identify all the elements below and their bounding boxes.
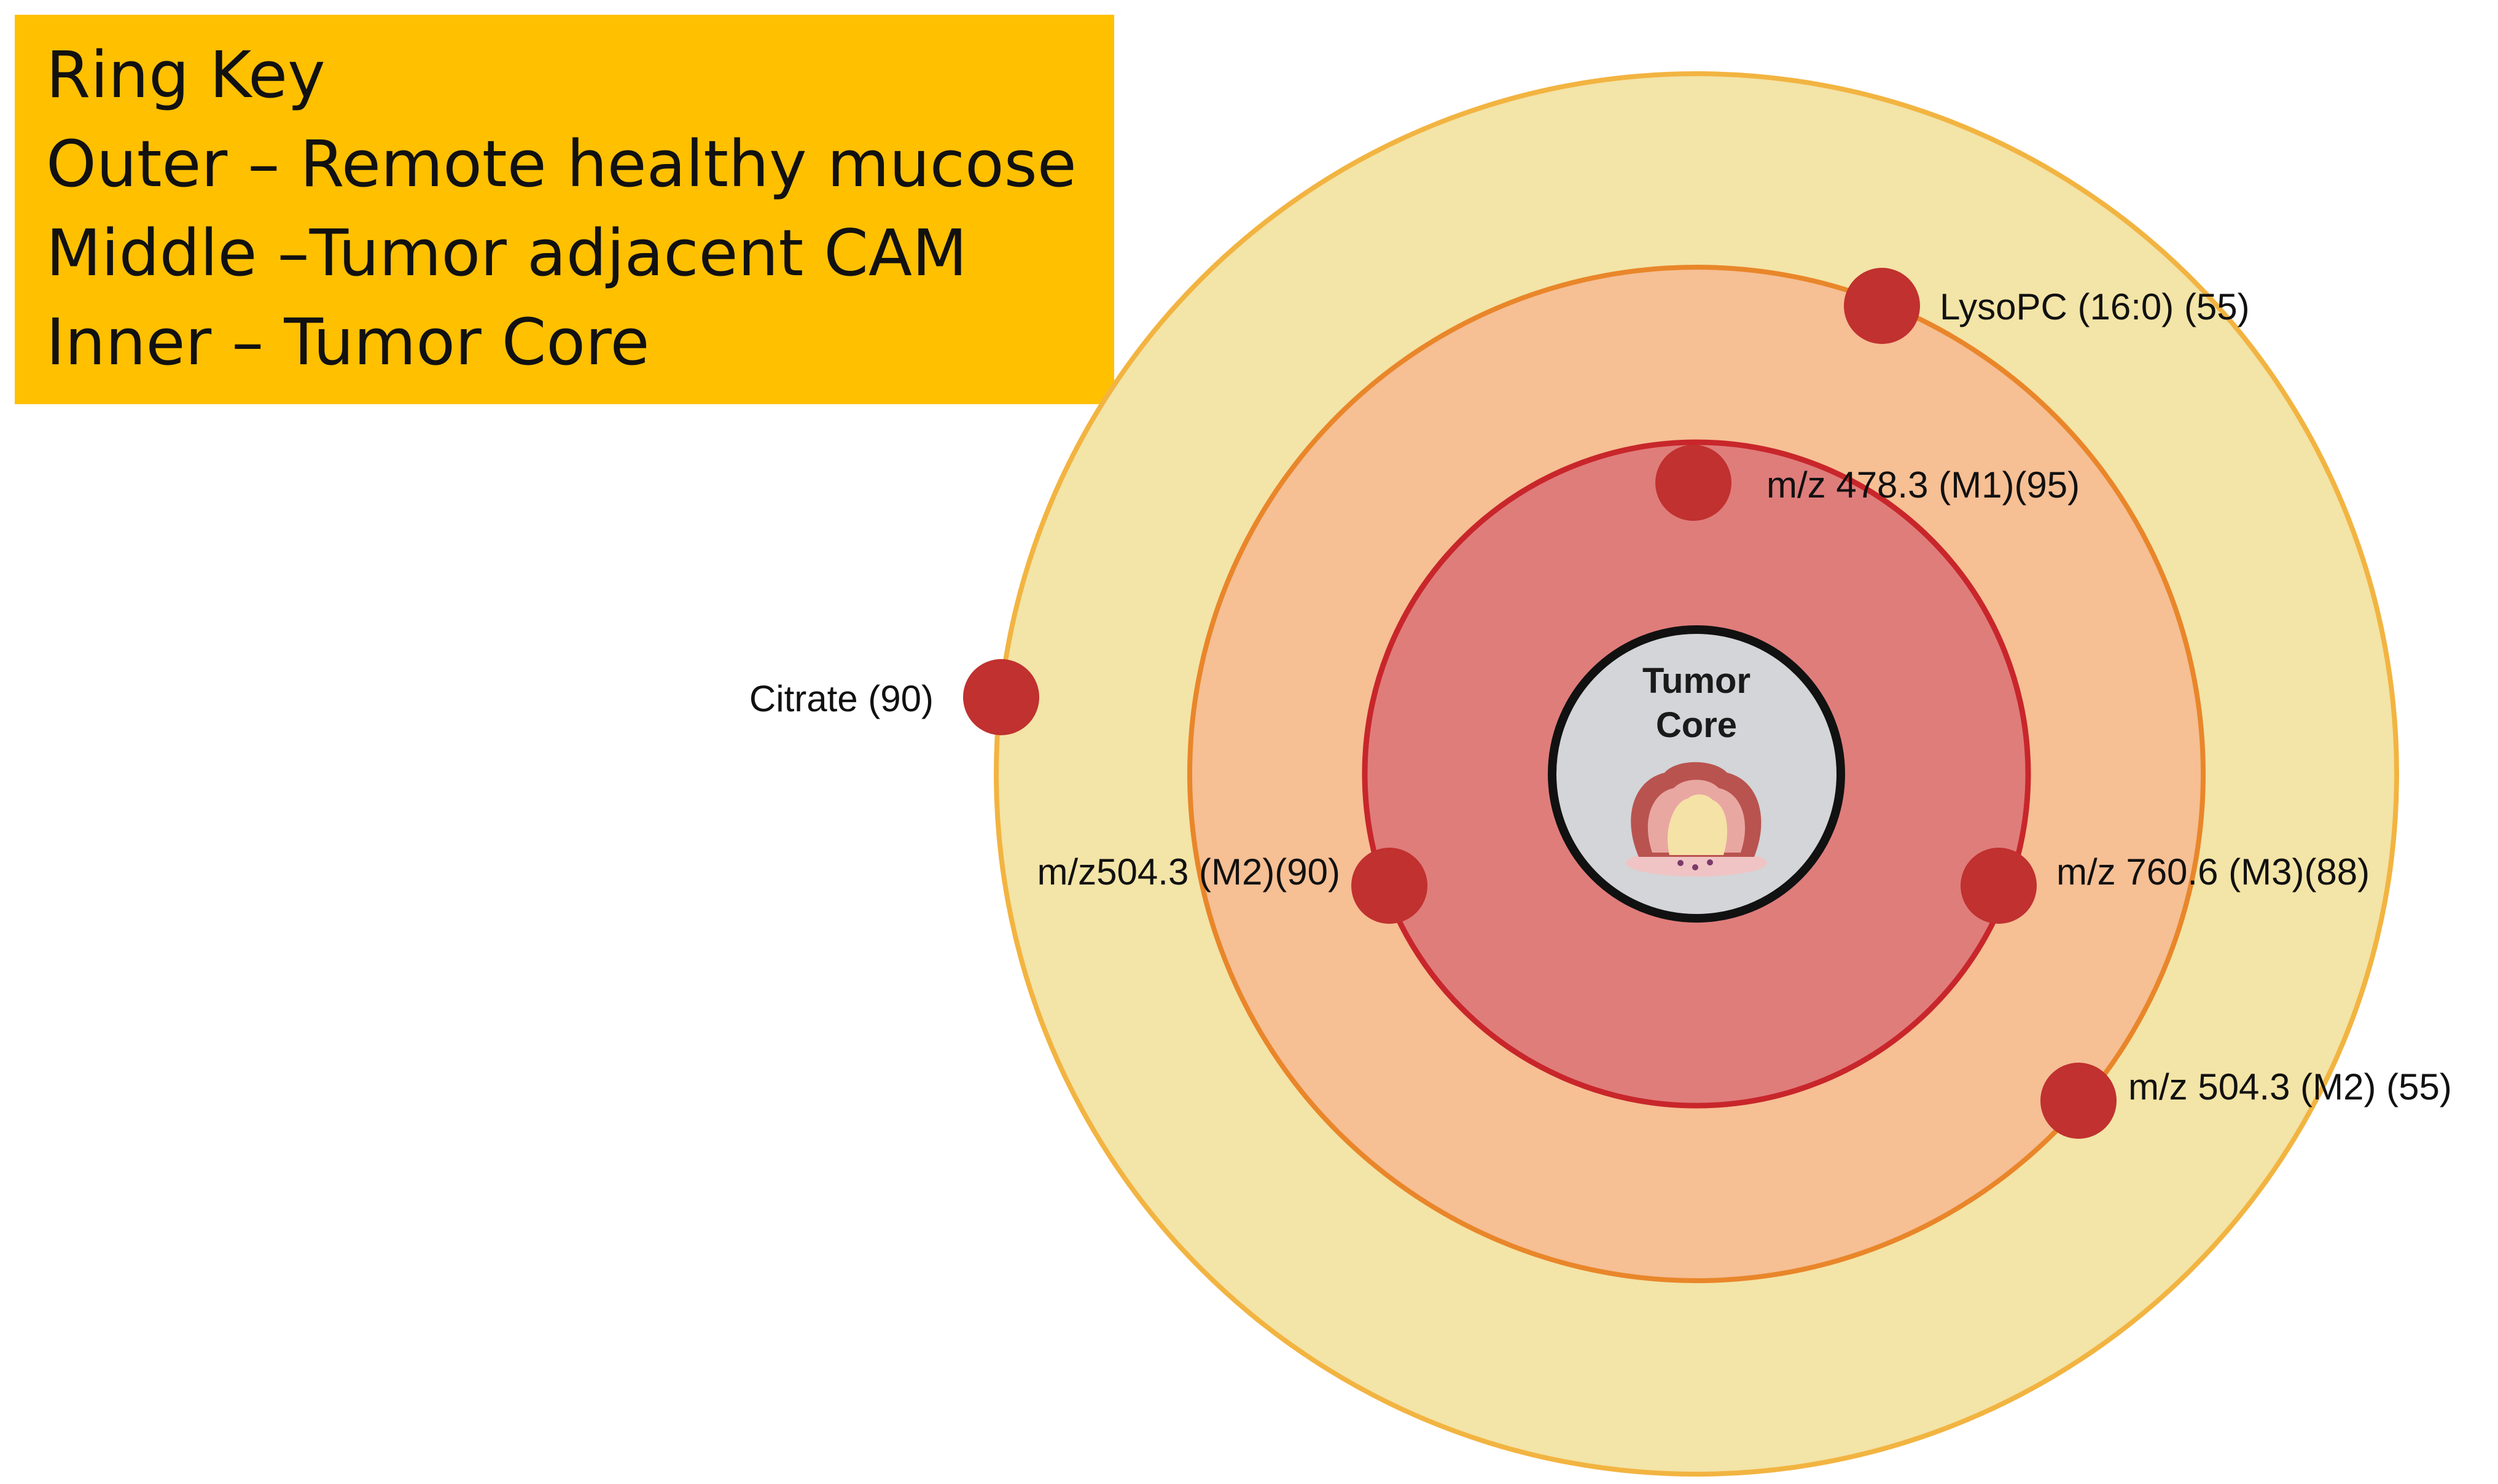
tumor-core-label-line1: Tumor	[1642, 661, 1751, 701]
ring-key-inner: Inner – Tumor Core	[46, 305, 649, 380]
marker-label: m/z 504.3 (M2) (55)	[2128, 1066, 2452, 1107]
ring-key-middle: Middle –Tumor adjacent CAM	[46, 216, 967, 291]
marker-dot	[1655, 445, 1731, 521]
marker-dot	[2040, 1063, 2117, 1139]
marker-label: Citrate (90)	[749, 678, 934, 719]
marker-label: m/z 478.3 (M1)(95)	[1766, 464, 2080, 506]
marker-citrate: Citrate (90)	[749, 659, 1039, 735]
marker-m2-outer: m/z 504.3 (M2) (55)	[2040, 1063, 2452, 1139]
ring-key-outer: Outer – Remote healthy mucose	[46, 127, 1077, 201]
ring-key-background	[15, 15, 1114, 404]
tumor-core-label-line2: Core	[1656, 705, 1737, 745]
tumor-illustration-icon	[1626, 762, 1767, 877]
ring-key: Ring Key Outer – Remote healthy mucose M…	[15, 15, 1114, 404]
marker-lysopc: LysoPC (16:0) (55)	[1844, 268, 2250, 344]
marker-label: LysoPC (16:0) (55)	[1940, 286, 2250, 327]
marker-dot	[963, 659, 1039, 735]
marker-label: m/z 760.6 (M3)(88)	[2056, 851, 2370, 892]
marker-m2-inner: m/z504.3 (M2)(90)	[1037, 848, 1427, 924]
marker-dot	[1351, 848, 1427, 924]
marker-label: m/z504.3 (M2)(90)	[1037, 851, 1340, 892]
marker-m1: m/z 478.3 (M1)(95)	[1655, 445, 2080, 521]
tumor-core: Tumor Core	[1548, 625, 1845, 923]
marker-m3: m/z 760.6 (M3)(88)	[1961, 848, 2370, 924]
marker-dot	[1961, 848, 2037, 924]
marker-dot	[1844, 268, 1920, 344]
ring-key-title: Ring Key	[46, 37, 326, 112]
